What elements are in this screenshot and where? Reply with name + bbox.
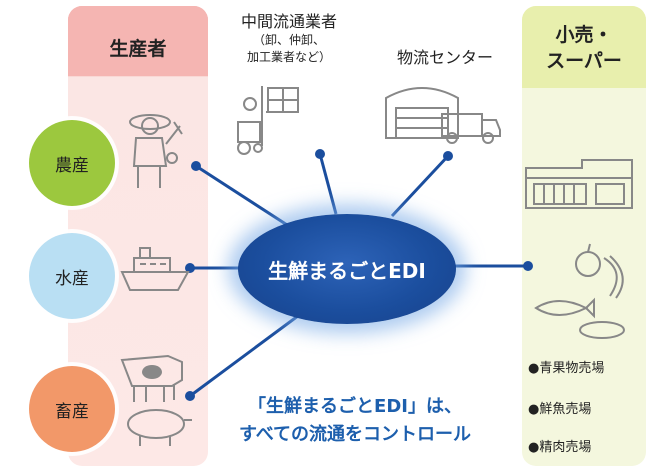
forklift-icon <box>237 86 299 155</box>
intermediary-label: 中間流通業者 （卸、仲卸、 加工業者など） <box>214 8 364 66</box>
dot-fish <box>185 263 195 273</box>
producer-header-bg <box>68 6 208 76</box>
retail-section-produce: ●青果物売場 <box>528 361 605 376</box>
retail-column <box>522 6 646 466</box>
bottom-message-line2: すべての流通をコントロール <box>238 424 472 445</box>
producer-agri-label: 農産 <box>55 155 89 176</box>
cow-pig-icon <box>120 354 192 446</box>
edi-hub-label: 生鮮まるごとEDI <box>268 258 426 283</box>
producer-fish-circle: 水産 <box>29 233 115 319</box>
intermediary-sub-1: （卸、仲卸、 <box>252 33 325 47</box>
dot-agri <box>191 161 201 171</box>
intermediary-sub-2: 加工業者など） <box>246 50 331 64</box>
producer-livestock-circle: 畜産 <box>29 366 115 452</box>
logistics-title: 物流センター <box>396 48 493 67</box>
dot-logistics <box>443 151 453 161</box>
dot-retail <box>523 261 533 271</box>
producer-fish-label: 水産 <box>55 268 89 289</box>
line-livestock <box>189 308 307 398</box>
store-icon <box>525 159 633 209</box>
retail-header-line1: 小売・ <box>555 24 613 46</box>
dot-intermediary <box>315 149 325 159</box>
edi-hub: 生鮮まるごとEDI <box>238 214 456 324</box>
retail-header-line2: スーパー <box>546 50 622 72</box>
bottom-message: 「生鮮まるごとEDI」は、 すべての流通をコントロール <box>210 393 500 449</box>
retail-header: 小売・ スーパー <box>522 22 646 74</box>
bottom-message-line1: 「生鮮まるごとEDI」は、 <box>248 396 462 417</box>
fresh-food-icon <box>534 243 625 339</box>
line-agri <box>195 164 299 234</box>
line-intermediary <box>318 153 338 215</box>
retail-section-meat: ●精肉売場 <box>528 440 592 455</box>
producer-header: 生産者 <box>109 38 167 60</box>
dot-livestock <box>185 391 195 401</box>
retail-header-bg <box>522 6 646 88</box>
producer-agri-circle: 農産 <box>29 120 115 206</box>
ship-icon <box>120 247 190 291</box>
producer-livestock-label: 畜産 <box>55 401 89 422</box>
retail-section-fish: ●鮮魚売場 <box>528 402 592 417</box>
intermediary-title: 中間流通業者 <box>240 12 337 31</box>
farmer-icon <box>129 114 183 188</box>
warehouse-truck-icon <box>385 87 501 144</box>
line-logistics <box>390 154 450 218</box>
